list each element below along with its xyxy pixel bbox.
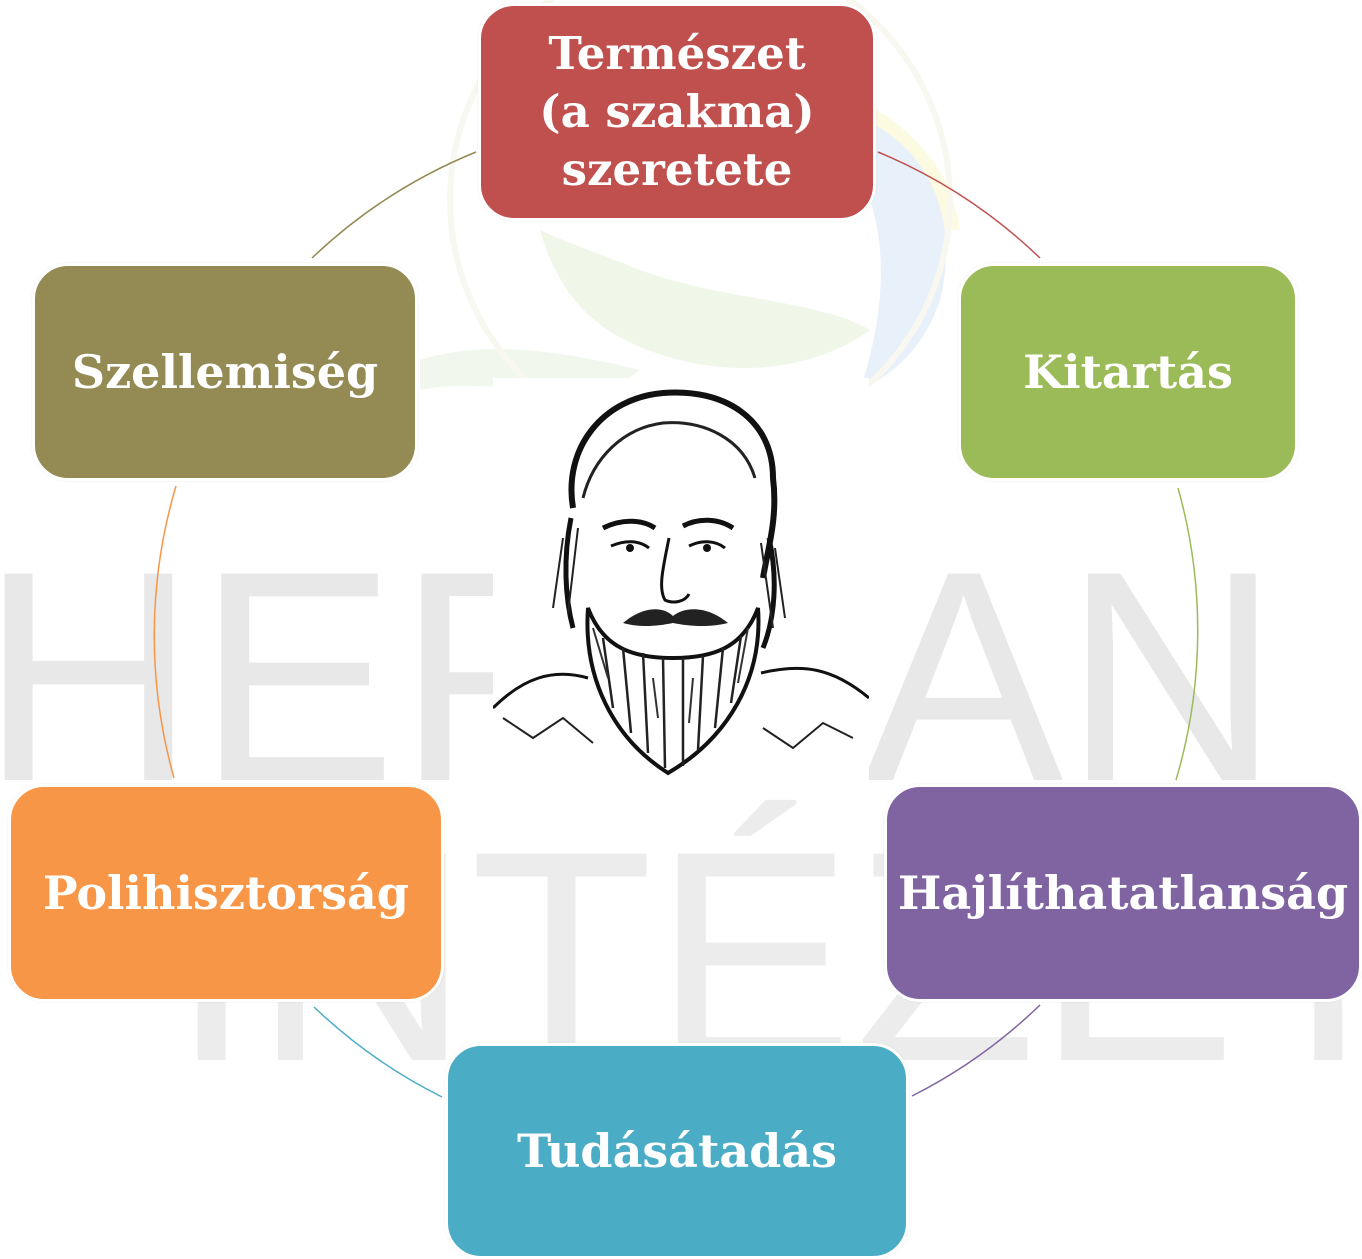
arc-lower-left-to-upper-left — [153, 485, 177, 779]
node-hajlithatatlansag-label: Hajlíthatatlanság — [897, 866, 1349, 920]
node-termeszet-szeretete-label: Természet (a szakma) szeretete — [539, 27, 815, 196]
arc-upper-left-to-top — [311, 151, 477, 259]
arc-upper-right-to-lower-right — [1175, 487, 1199, 781]
arc-top-to-upper-right — [877, 151, 1041, 259]
node-polihisztorsag-label: Polihisztorság — [43, 866, 409, 920]
arc-bottom-to-lower-left — [313, 1006, 443, 1098]
node-polihisztorsag: Polihisztorság — [8, 784, 444, 1002]
bearded-man-portrait-icon — [491, 389, 870, 776]
node-tudasatadas-label: Tudásátadás — [516, 1124, 838, 1178]
node-szellemiseg-label: Szellemiség — [71, 345, 379, 399]
node-tudasatadas: Tudásátadás — [445, 1043, 909, 1259]
center-portrait-image — [491, 378, 870, 798]
arc-lower-right-to-bottom — [911, 1004, 1041, 1097]
node-kitartas: Kitartás — [958, 263, 1298, 481]
node-szellemiseg: Szellemiség — [32, 263, 418, 481]
node-termeszet-szeretete: Természet (a szakma) szeretete — [478, 3, 876, 221]
node-hajlithatatlansag: Hajlíthatatlanság — [884, 784, 1362, 1002]
node-kitartas-label: Kitartás — [1023, 345, 1233, 399]
